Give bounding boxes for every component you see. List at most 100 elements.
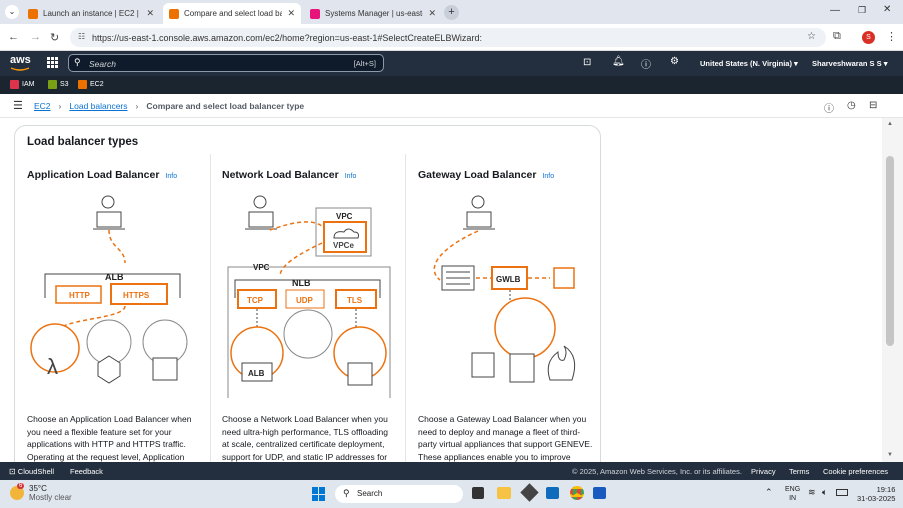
- menu-kebab-icon[interactable]: ⋮: [886, 31, 897, 43]
- s3-service-icon: [48, 80, 57, 89]
- instance-target-icon: [142, 319, 188, 365]
- breadcrumb: EC2 › Load balancers › Compare and selec…: [34, 101, 304, 111]
- close-window-button[interactable]: ✕: [883, 4, 892, 15]
- copyright: © 2025, Amazon Web Services, Inc. or its…: [572, 467, 742, 476]
- document-icon: [509, 353, 535, 383]
- new-tab-button[interactable]: +: [444, 5, 459, 20]
- maximize-button[interactable]: ❐: [858, 5, 867, 15]
- cloudshell-link[interactable]: ⊡ CloudShell: [9, 467, 55, 476]
- account-menu[interactable]: Sharveshwaran S S ▾: [812, 59, 888, 68]
- alb-info-link[interactable]: Info: [165, 173, 178, 180]
- breadcrumb-ec2[interactable]: EC2: [34, 101, 51, 111]
- forward-icon[interactable]: →: [30, 31, 41, 43]
- file-explorer-icon[interactable]: [497, 487, 511, 499]
- taskbar-search-input[interactable]: ⚲ Search: [335, 485, 463, 503]
- favorite-ec2[interactable]: EC2: [78, 80, 104, 89]
- alb-description: Choose an Application Load Balancer when…: [27, 414, 192, 462]
- load-balancer-types-card: Load balancer types Application Load Bal…: [14, 125, 601, 462]
- breadcrumb-bar: ☰ EC2 › Load balancers › Compare and sel…: [0, 94, 903, 118]
- tab-launch-instance[interactable]: Launch an instance | EC2 | us-e... ✕: [22, 3, 160, 24]
- feedback-panel-icon[interactable]: ⊟: [869, 100, 878, 111]
- chrome-icon[interactable]: [570, 486, 584, 500]
- privacy-link[interactable]: Privacy: [751, 467, 776, 476]
- minimize-button[interactable]: —: [830, 5, 840, 16]
- battery-icon[interactable]: [836, 489, 848, 496]
- main-content: Load balancer types Application Load Bal…: [0, 118, 882, 462]
- info-panel-icon[interactable]: ⓘ: [824, 104, 834, 115]
- chevron-right-icon: ›: [135, 101, 139, 111]
- search-icon: ⚲: [74, 57, 81, 67]
- services-grid-icon[interactable]: [47, 57, 58, 68]
- chevron-right-icon: ›: [58, 101, 62, 111]
- nlb-label: NLB: [292, 278, 311, 288]
- aws-search-input[interactable]: ⚲ Search [Alt+S]: [68, 54, 384, 72]
- notifications-bell-icon[interactable]: 🔔︎: [612, 56, 625, 67]
- tab-compare-load-balancer[interactable]: Compare and select load balanc... ✕: [163, 3, 301, 24]
- close-icon[interactable]: ✕: [287, 8, 295, 18]
- scrollbar-thumb[interactable]: [886, 156, 894, 346]
- tab-search-button[interactable]: ⌄: [5, 5, 19, 19]
- extensions-icon[interactable]: ⧉: [833, 30, 841, 42]
- cloudshell-icon[interactable]: ⊡: [583, 57, 592, 68]
- app-icon[interactable]: [520, 483, 539, 502]
- user-laptop-icon: [245, 195, 277, 230]
- address-bar[interactable]: ☷ https://us-east-1.console.aws.amazon.c…: [70, 28, 826, 47]
- bookmark-star-icon[interactable]: ☆: [807, 31, 816, 42]
- word-icon[interactable]: [593, 487, 606, 499]
- chevron-up-icon[interactable]: ⌃: [765, 487, 773, 497]
- ec2-service-icon: [78, 80, 87, 89]
- svg-text:TCP: TCP: [247, 296, 264, 305]
- help-icon[interactable]: ⓘ: [641, 60, 651, 71]
- close-icon[interactable]: ✕: [146, 8, 154, 18]
- svg-text:VPC: VPC: [253, 263, 270, 272]
- terms-link[interactable]: Terms: [789, 467, 810, 476]
- profile-avatar[interactable]: S: [862, 31, 875, 44]
- browser-toolbar: ← → ↻ ☷ https://us-east-1.console.aws.am…: [0, 24, 903, 51]
- aws-logo[interactable]: aws: [10, 54, 31, 66]
- page-scrollbar[interactable]: ▲ ▼: [882, 118, 903, 462]
- search-icon: ⚲: [343, 488, 350, 498]
- browser-tab-bar: ⌄ Launch an instance | EC2 | us-e... ✕ C…: [0, 0, 903, 24]
- start-button[interactable]: [312, 487, 326, 501]
- breadcrumb-load-balancers[interactable]: Load balancers: [69, 101, 128, 111]
- task-view-icon[interactable]: [472, 487, 484, 499]
- close-icon[interactable]: ✕: [428, 8, 436, 18]
- tab-systems-manager[interactable]: Systems Manager | us-east-1 ✕: [304, 3, 442, 24]
- back-icon[interactable]: ←: [8, 31, 19, 43]
- favorite-s3[interactable]: S3: [48, 80, 69, 89]
- feedback-link[interactable]: Feedback: [70, 467, 103, 476]
- svg-text:TLS: TLS: [347, 296, 363, 305]
- cloudshell-icon: ⊡: [9, 467, 16, 476]
- site-info-icon[interactable]: ☷: [78, 32, 86, 41]
- reload-icon[interactable]: ↻: [50, 32, 60, 44]
- volume-icon[interactable]: 🔈︎: [822, 487, 828, 497]
- nlb-info-link[interactable]: Info: [344, 173, 357, 180]
- breadcrumb-current: Compare and select load balancer type: [146, 101, 305, 111]
- aws-top-nav: aws ⚲ Search [Alt+S] ⊡ 🔔︎ ⓘ ⚙ United Sta…: [0, 51, 903, 76]
- favorite-iam[interactable]: IAM: [10, 80, 34, 89]
- store-icon[interactable]: [546, 487, 559, 499]
- card-title: Load balancer types: [27, 136, 139, 148]
- gwlb-info-link[interactable]: Info: [542, 173, 555, 180]
- lock-icon: [471, 352, 495, 378]
- cookie-preferences-link[interactable]: Cookie preferences: [823, 467, 889, 476]
- settings-gear-icon[interactable]: ⚙: [670, 56, 679, 67]
- wifi-icon[interactable]: ≋: [808, 487, 816, 497]
- hamburger-menu-icon[interactable]: ☰: [13, 100, 23, 112]
- svg-text:ALB: ALB: [248, 369, 265, 378]
- https-label: HTTPS: [123, 291, 150, 300]
- gwlb-label: GWLB: [496, 275, 521, 284]
- recent-activity-icon[interactable]: ◷: [847, 100, 856, 111]
- ec2-favicon-icon: [169, 8, 179, 19]
- nlb-diagram: VPC VPCe VPC NLB TCP UDP TLS ALB: [227, 195, 391, 398]
- vpce-label: VPCe: [333, 241, 354, 250]
- region-selector[interactable]: United States (N. Virginia) ▾: [700, 59, 798, 68]
